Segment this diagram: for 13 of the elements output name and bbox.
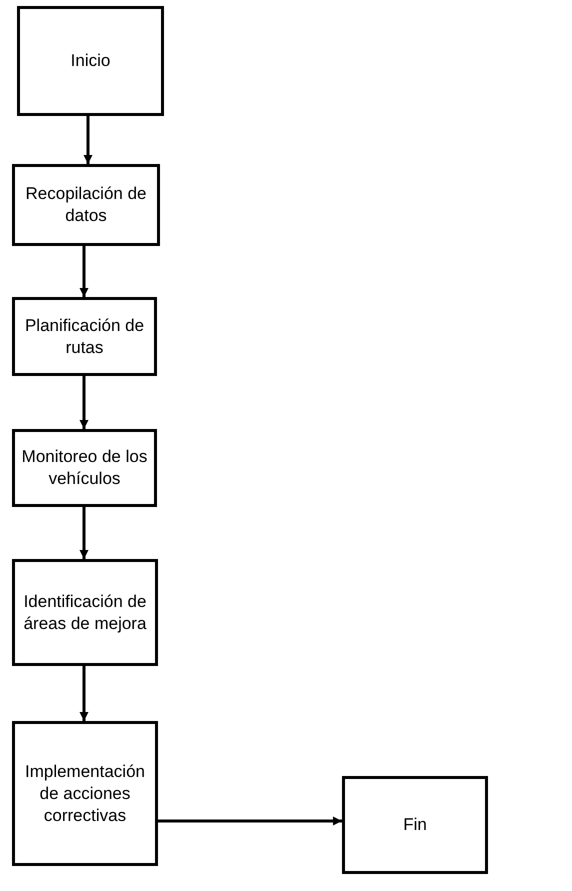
- arrow: [84, 116, 92, 164]
- process-box: Fin: [342, 776, 488, 874]
- arrow: [80, 666, 88, 721]
- arrow: [80, 246, 88, 297]
- process-box: Recopilación de datos: [12, 164, 160, 246]
- arrow: [80, 507, 88, 559]
- process-box: Inicio: [17, 6, 164, 116]
- arrow: [158, 816, 342, 826]
- process-box: Monitoreo de los vehículos: [12, 429, 157, 507]
- process-box: Implementación de acciones correctivas: [12, 721, 158, 866]
- arrow: [80, 376, 88, 429]
- process-box: Identificación de áreas de mejora: [12, 559, 158, 666]
- process-box: Planificación de rutas: [12, 297, 157, 376]
